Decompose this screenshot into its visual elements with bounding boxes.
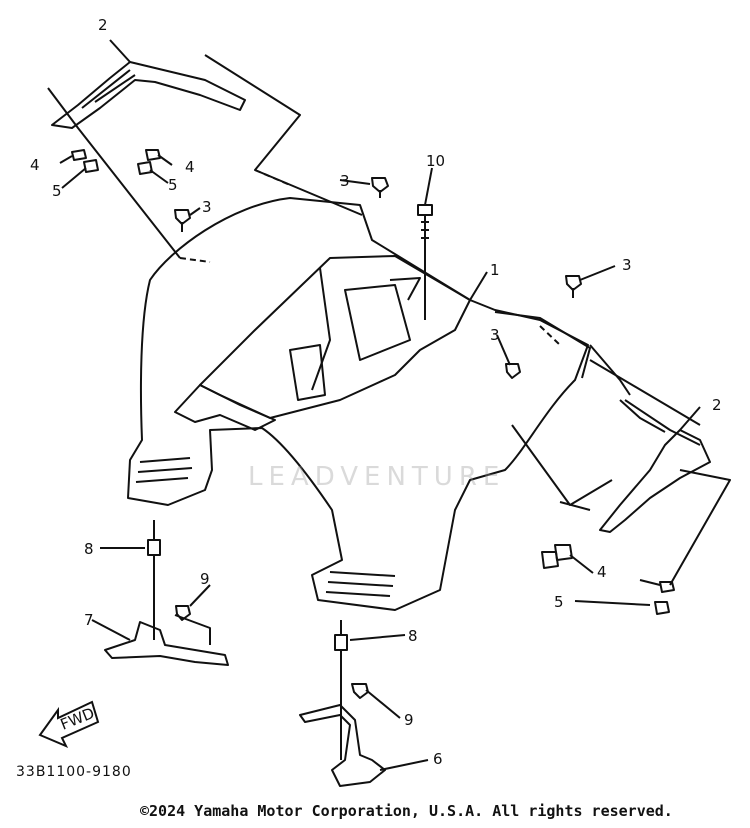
parts-diagram: FWD 1 2 2 3 3 3 3 4 4 4 5 5 5 6 7 8 8 9 … <box>30 16 731 787</box>
callout-5-mid: 5 <box>168 176 178 194</box>
callout-5-right: 5 <box>554 593 564 611</box>
flap-right <box>599 429 711 533</box>
bracket-7 <box>104 621 229 666</box>
callout-2-right: 2 <box>712 396 722 414</box>
flap-top-left <box>51 61 246 129</box>
callout-4-left: 4 <box>30 156 40 174</box>
callout-3-right: 3 <box>622 256 632 274</box>
callout-3-left: 3 <box>202 198 212 216</box>
callout-1: 1 <box>490 261 500 279</box>
callout-4-right: 4 <box>597 563 607 581</box>
rear-fender <box>127 197 589 611</box>
callout-8-right: 8 <box>408 627 418 645</box>
callout-3-mid: 3 <box>490 326 500 344</box>
reference-code: 33B1100-9180 <box>16 764 132 780</box>
callout-5-left: 5 <box>52 182 62 200</box>
callout-9-right: 9 <box>404 711 414 729</box>
callout-8-left: 8 <box>84 540 94 558</box>
callout-2-top: 2 <box>98 16 108 34</box>
callout-9-left: 9 <box>200 570 210 588</box>
callout-7: 7 <box>84 611 94 629</box>
watermark: LEADVENTURE <box>248 462 506 492</box>
fwd-label: FWD <box>58 704 97 734</box>
bracket-6 <box>299 704 386 787</box>
callout-3-top: 3 <box>340 172 350 190</box>
callout-4-mid: 4 <box>185 158 195 176</box>
fender-cavity <box>199 255 471 419</box>
callout-6: 6 <box>433 750 443 768</box>
copyright-notice: ©2024 Yamaha Motor Corporation, U.S.A. A… <box>140 802 673 820</box>
fwd-arrow <box>38 700 100 748</box>
callout-10: 10 <box>426 152 445 170</box>
